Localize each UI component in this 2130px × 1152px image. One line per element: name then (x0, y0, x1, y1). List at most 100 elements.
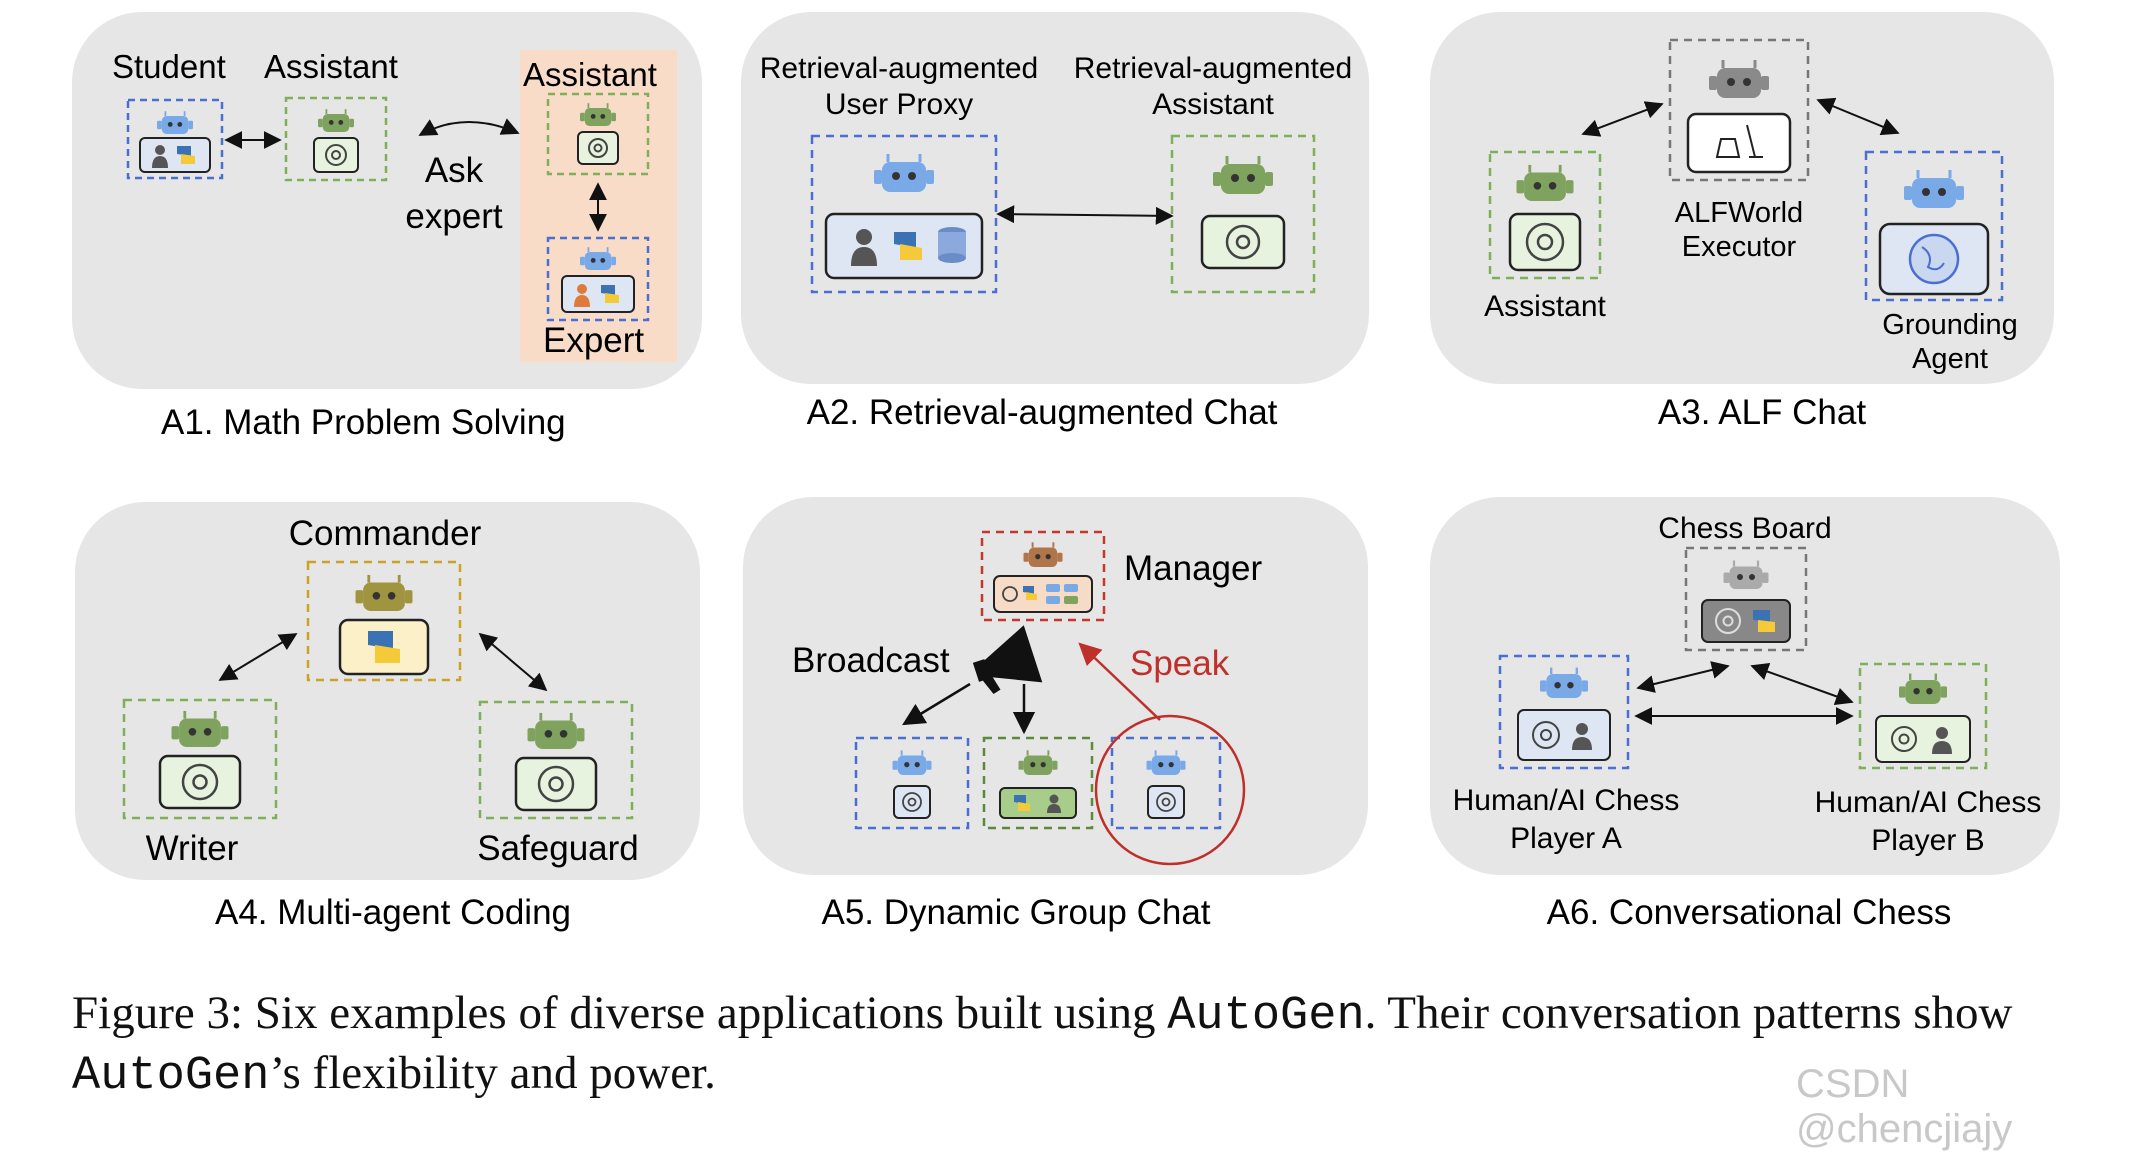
member-agent-2 (982, 736, 1094, 830)
openai-icon (181, 763, 219, 801)
panel-a5: Manager Broadcast Speak (792, 530, 1262, 932)
member-agent-3 (1110, 736, 1222, 830)
rag-assistant-frame (1170, 134, 1316, 294)
robot-icon (1023, 542, 1063, 567)
robot-icon (1213, 156, 1273, 194)
openai-icon (1715, 608, 1741, 634)
robot-icon (1709, 60, 1769, 98)
robot-icon (1516, 164, 1574, 201)
python-icon (1014, 795, 1030, 811)
python-icon (177, 146, 195, 164)
panel-a2: Retrieval-augmented User Proxy Retrieval… (760, 52, 1352, 432)
student-frame (126, 98, 224, 180)
writer-frame (122, 698, 278, 820)
writer-label: Writer (146, 829, 239, 868)
person-icon (1932, 727, 1952, 754)
openai-icon (588, 138, 608, 158)
ask-label: Ask (425, 151, 484, 190)
figure-caption: Figure 3: Six examples of diverse applic… (72, 985, 2092, 1105)
proxy-assistant-arrow (996, 205, 1174, 225)
database-icon (938, 227, 966, 263)
openai-icon (325, 144, 347, 166)
member1-screen (893, 785, 931, 819)
broadcast-arrow-left (902, 682, 971, 726)
writer-agent (122, 698, 278, 820)
agent-mini-icons (1046, 584, 1078, 604)
panel-a3: ALFWorld Executor Assistant (1484, 38, 2018, 432)
safeguard-agent (478, 700, 634, 820)
python-icon (1023, 586, 1037, 600)
person-icon (152, 145, 168, 168)
caption-middle: . Their conversation patterns show (1364, 987, 2013, 1039)
alf-assistant-frame (1488, 150, 1602, 280)
robot-icon (171, 710, 229, 747)
commander-frame (306, 560, 462, 682)
openai-icon (1532, 721, 1560, 749)
member3-frame (1110, 736, 1222, 830)
a2-caption: A2. Retrieval-augmented Chat (807, 393, 1278, 432)
asst-label-line1: Retrieval-augmented (1074, 52, 1352, 85)
alfworld-executor-agent (1668, 38, 1810, 182)
player-b-screen (1875, 715, 1971, 763)
caption-prefix: Figure 3: Six examples of diverse applic… (72, 987, 1168, 1039)
robot-icon (580, 247, 616, 270)
chess-board-label: Chess Board (1658, 512, 1831, 545)
executor-label-line1: ALFWorld (1675, 197, 1803, 229)
executor-label-line2: Executor (1682, 231, 1797, 263)
openai-icon (1225, 224, 1261, 260)
grounding-label-line1: Grounding (1882, 309, 2017, 341)
player-a-screen (1517, 709, 1611, 761)
robot-icon (1723, 560, 1769, 589)
robot-icon (318, 109, 354, 132)
person-icon (851, 229, 877, 266)
assistant-right-screen (577, 131, 619, 165)
openai-icon (1002, 586, 1018, 602)
panel-a4: Commander Writer (122, 514, 639, 932)
expert-screen (561, 275, 635, 313)
member2-screen (999, 787, 1077, 819)
rag-assistant-screen (1200, 214, 1286, 270)
caption-autogen-1: AutoGen (1167, 990, 1365, 1043)
panel-a5-background (743, 497, 1368, 875)
alf-assistant-screen (1508, 212, 1582, 272)
grounding-frame (1864, 150, 2004, 302)
writer-screen (158, 754, 242, 810)
robot-icon (1540, 667, 1588, 698)
expert-agent (546, 236, 650, 322)
manager-agent (980, 530, 1106, 622)
caption-autogen-2: AutoGen (72, 1050, 270, 1103)
assistant-agent (284, 96, 388, 182)
manager-label: Manager (1124, 549, 1262, 588)
assistant-frame (284, 96, 388, 182)
openai-icon (1525, 222, 1565, 262)
board-playerb-arrow (1750, 663, 1854, 705)
commander-safeguard-arrow (478, 632, 548, 692)
robot-icon (355, 574, 413, 611)
student-screen (139, 137, 211, 173)
panel-a4-background (75, 502, 700, 880)
robot-icon (527, 712, 585, 749)
assistant-label: Assistant (264, 48, 398, 85)
robot-icon (580, 103, 616, 126)
python-icon (894, 232, 922, 260)
expert-label: Expert (543, 321, 644, 360)
robot-icon (1899, 673, 1947, 704)
player-b-frame (1858, 662, 1988, 770)
player-a-label-line1: Human/AI Chess (1453, 784, 1680, 817)
manager-screen (993, 575, 1093, 613)
robot-icon (157, 111, 193, 134)
a4-caption: A4. Multi-agent Coding (215, 893, 571, 932)
proxy-label-line2: User Proxy (825, 88, 973, 121)
broadcast-label: Broadcast (792, 641, 950, 680)
panel-a6: Chess Board (1453, 512, 2042, 932)
player-b-agent (1858, 662, 1988, 770)
student-agent (126, 98, 224, 180)
a3-caption: A3. ALF Chat (1658, 393, 1866, 432)
commander-writer-arrow (218, 633, 298, 681)
speak-arrow (1078, 642, 1161, 721)
robot-icon (892, 750, 932, 775)
grounding-label-line2: Agent (1912, 343, 1988, 375)
figure-diagram: Student Assistant Assistant Ask expert E… (72, 12, 2060, 932)
commander-agent (306, 560, 462, 682)
robot-icon (1146, 750, 1186, 775)
